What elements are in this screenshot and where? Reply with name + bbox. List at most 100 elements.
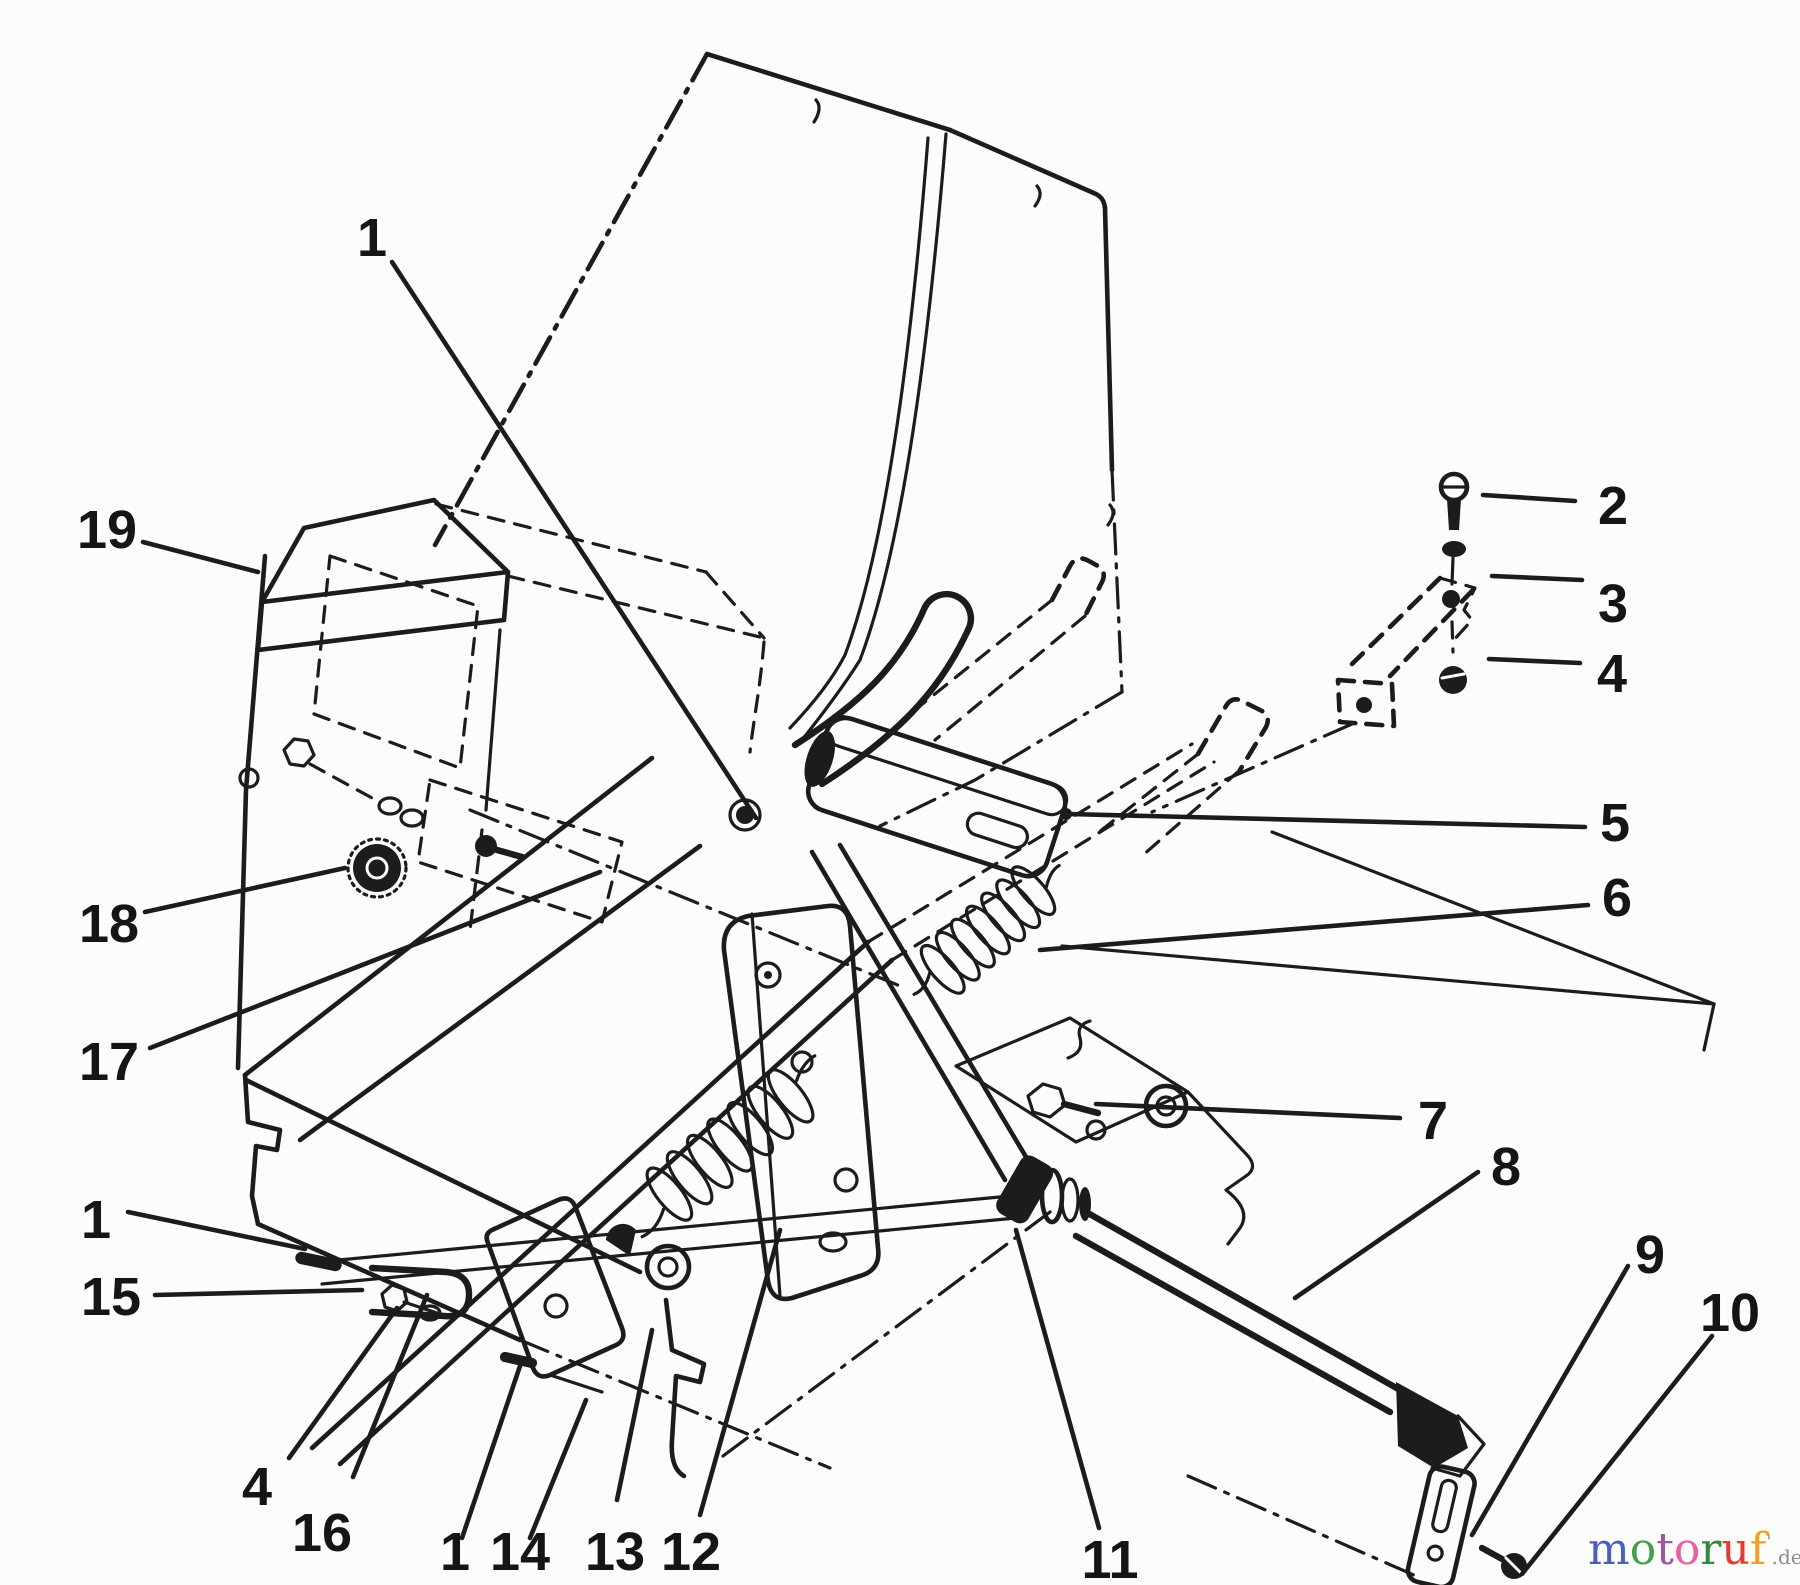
grass-bag-panel [432,51,1124,828]
leader-3 [1489,573,1585,583]
spring-end [794,1054,817,1083]
spring-6 [912,863,1061,996]
bracket-notched-end [1438,576,1477,644]
leader-9 [1469,1263,1631,1538]
callout-3: 3 [1598,574,1628,634]
lever-arm-hidden [866,742,1194,944]
callout-1-left: 1 [81,1190,111,1250]
spring-end [1044,863,1061,889]
leader-1-left [125,1209,308,1252]
rod-edge [1082,1208,1404,1394]
plate-slot [1431,1478,1458,1534]
center-lines [468,722,1418,1578]
bag-bottom-hidden-edge [878,690,1124,828]
cover-hidden-rail [748,640,766,754]
coil [686,1133,734,1189]
watermark-letter: o [1629,1524,1657,1575]
leader-16 [350,1292,430,1480]
bolt-shaft-hidden [308,762,374,800]
bolt-7 [1026,1019,1102,1119]
callout-15: 15 [81,1267,141,1327]
small-hardware [295,1251,538,1369]
hole [1085,1119,1107,1141]
bag-crease-inner [788,136,930,730]
bracket-foot-hole [1356,697,1372,713]
panel-hole [238,767,260,789]
hidden-hook-rail [898,598,1054,724]
leader-7 [1093,1101,1403,1121]
plate-axis-line [1186,1474,1418,1578]
handle-end-cap [921,590,975,634]
side-bolt [475,835,497,857]
screw-slot [1504,1556,1524,1576]
callout-labels: 1 2 3 4 5 6 7 8 9 10 11 12 13 14 1 15 16… [77,208,1760,1585]
callout-14: 14 [490,1522,550,1582]
bag-top-edge [704,51,953,133]
screw-2 [1438,471,1470,586]
bolt-4-head [380,1283,409,1313]
pivot-axis-line [468,808,907,990]
bracket-foot [1335,677,1397,729]
frame-flange-edge [243,1077,643,1275]
deck-edge [1060,944,1716,1006]
bolt-slot [1440,672,1466,680]
lower-rod-edge [316,1194,1012,1264]
leader-8 [1292,1169,1481,1301]
left-panel [235,553,624,1071]
coil [645,1166,694,1222]
trunnion-11 [996,1155,1091,1225]
bracket-hook-edge [1186,1090,1255,1246]
leader-4-bottom [286,1305,400,1461]
bag-tick-mark [812,98,821,124]
bracket-foot [548,1373,604,1394]
coil [934,930,981,982]
pin-1 [499,1351,538,1369]
hidden-bracket-17 [312,554,480,770]
bracket-hole [754,961,782,989]
bag-top-right-edge [947,127,1108,211]
bolt-shaft [1060,1100,1102,1117]
bracket-hole-center [764,971,772,979]
leader-4-right [1486,656,1583,666]
trunnion-block [996,1155,1054,1224]
bracket-slot [818,1231,848,1253]
callout-13: 13 [585,1522,645,1582]
pivot-bracket-12 [606,798,881,1479]
cover-hidden-rail [506,574,766,640]
side-bolt-shaft [493,846,526,861]
handle-outer-curve [818,626,972,788]
frame-back-rim [242,755,655,1078]
callout-9: 9 [1635,1225,1665,1285]
rod-8 [1072,1208,1486,1478]
watermark-letter: u [1721,1524,1750,1575]
hidden-hook-rail [1140,768,1242,858]
deck-edge [1270,830,1716,1006]
bracket-axis-line [1150,722,1354,814]
leader-14 [527,1397,589,1541]
bracket-hole [1442,590,1460,608]
washer [399,808,425,828]
hidden-bracket-17b [416,778,624,924]
callout-7: 7 [1418,1091,1448,1151]
leader-10 [1519,1333,1715,1577]
frame-bottom-edge [255,1221,523,1343]
rod-end-pin-1 [295,1251,342,1272]
grip-bevel [825,715,1069,817]
hidden-hook [1195,697,1271,773]
bolt-head [1439,666,1467,694]
callout-8: 8 [1491,1137,1521,1197]
grip-5 [804,715,1069,879]
lever-arm-edge [309,939,871,1451]
hidden-hook-rail [1092,752,1200,838]
screw-axis [1450,556,1455,586]
bracket-plate [721,903,881,1302]
callout-17: 17 [79,1032,139,1092]
bracket-hole [790,1050,814,1074]
grip-end-cap [804,731,836,787]
screw-shaft [1447,499,1461,530]
hidden-bail-positions [898,556,1271,858]
callout-11: 11 [1081,1530,1138,1585]
washer [377,796,403,816]
